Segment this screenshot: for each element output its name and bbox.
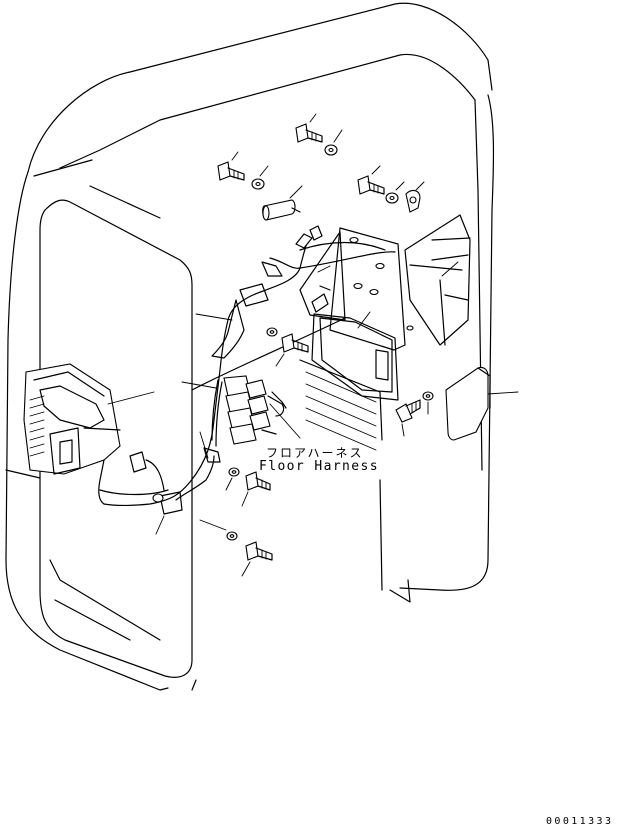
rear-panel bbox=[299, 227, 414, 451]
washer-4 bbox=[266, 327, 278, 337]
fasteners bbox=[199, 113, 434, 577]
washer-7 bbox=[199, 519, 238, 541]
leader-lines bbox=[155, 261, 459, 535]
bolt-4 bbox=[275, 333, 309, 367]
floor-harness bbox=[98, 225, 396, 515]
washer-5 bbox=[422, 391, 434, 415]
bolt-1 bbox=[295, 113, 323, 143]
drawing-number: 00011333 bbox=[546, 816, 614, 827]
washer-6 bbox=[225, 467, 240, 491]
clip-part bbox=[405, 181, 425, 213]
bolt-3 bbox=[357, 165, 385, 195]
side-cover-plate bbox=[445, 366, 519, 441]
bolt-7 bbox=[241, 541, 273, 577]
sensor-part bbox=[262, 185, 303, 221]
washer-2 bbox=[251, 165, 269, 190]
washer-3 bbox=[385, 181, 405, 204]
side-window bbox=[404, 214, 471, 346]
bolt-2 bbox=[217, 151, 245, 181]
bolt-5 bbox=[395, 399, 421, 437]
cab-outline bbox=[5, 2, 495, 691]
harness-label-english: Floor Harness bbox=[259, 459, 379, 474]
harness-label-japanese: フロアハーネス bbox=[266, 446, 364, 460]
bolt-6 bbox=[241, 471, 271, 507]
washer-1 bbox=[324, 129, 343, 156]
left-console bbox=[23, 363, 155, 475]
